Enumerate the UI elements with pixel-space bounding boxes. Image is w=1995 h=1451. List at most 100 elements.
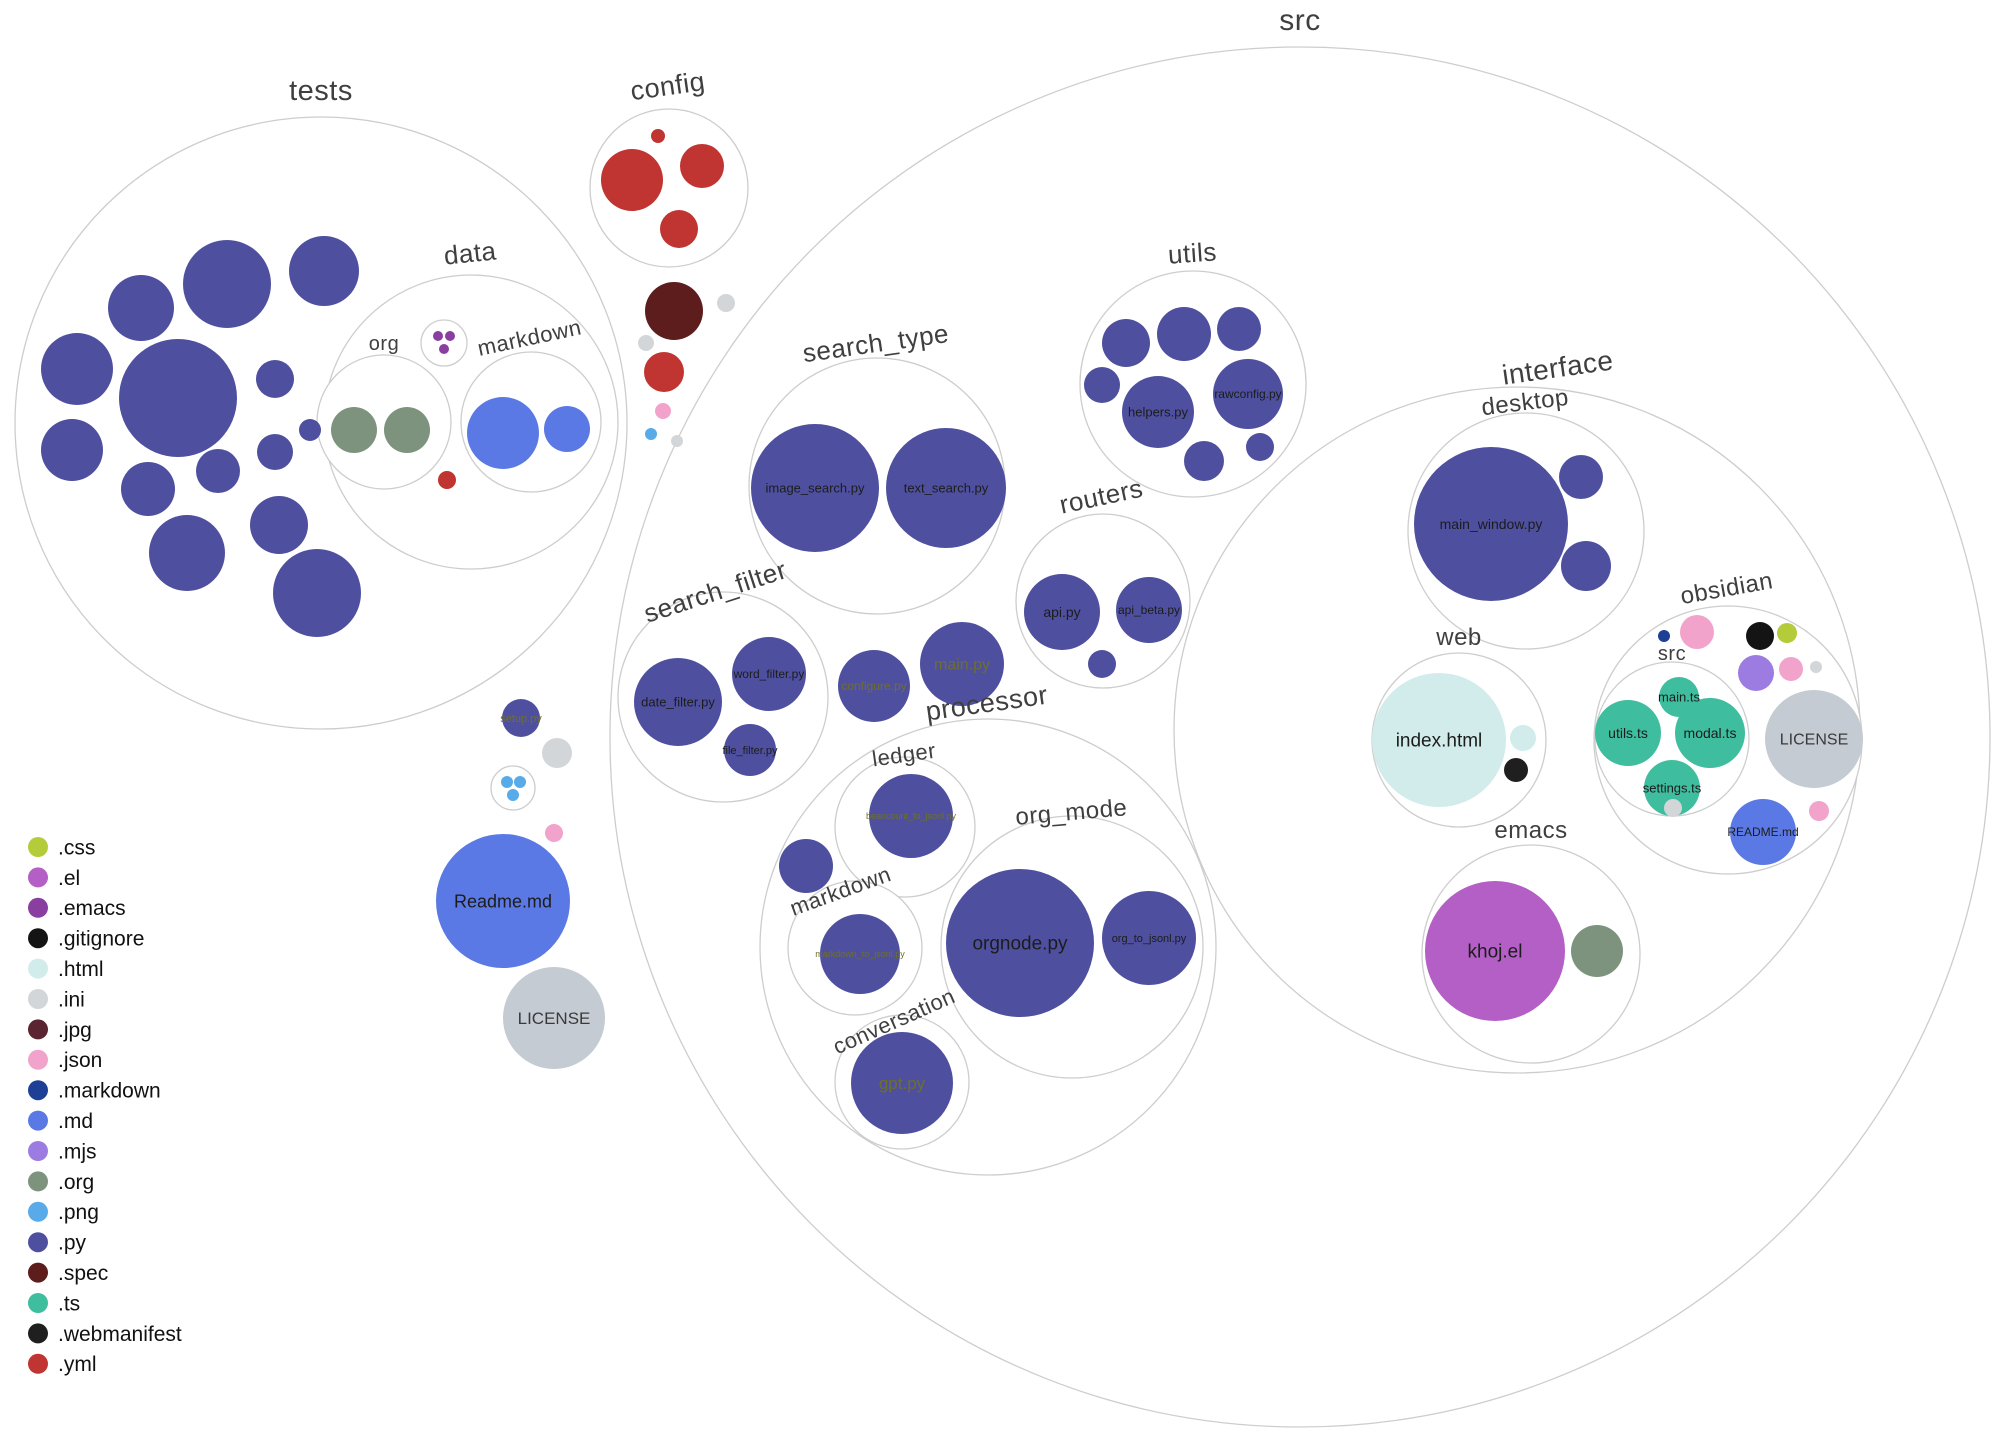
- legend-item-ts: .ts: [28, 1292, 80, 1315]
- file-circle-helpers-py[interactable]: [1122, 376, 1194, 448]
- file-circle-json[interactable]: [545, 824, 563, 842]
- file-circle-json[interactable]: [655, 403, 671, 419]
- file-circle-py[interactable]: [121, 462, 175, 516]
- folder-label-utils: utils: [1167, 236, 1218, 269]
- file-circle-spec[interactable]: [645, 282, 703, 340]
- file-circle-emacs[interactable]: [439, 344, 449, 354]
- file-circle-py[interactable]: [273, 549, 361, 637]
- legend-label-html: .html: [58, 958, 104, 981]
- file-circle-py[interactable]: [250, 496, 308, 554]
- file-circle-ini[interactable]: [1810, 661, 1822, 673]
- file-circle-py[interactable]: [1084, 367, 1120, 403]
- file-circle-text-search-py[interactable]: [886, 428, 1006, 548]
- file-circle-markdown[interactable]: [1658, 630, 1670, 642]
- file-circle-py[interactable]: [183, 240, 271, 328]
- file-circle-py[interactable]: [299, 419, 321, 441]
- file-circle-ini[interactable]: [542, 738, 572, 768]
- file-circle-date-filter-py[interactable]: [634, 658, 722, 746]
- file-circle-configure-py[interactable]: [838, 650, 910, 722]
- file-circle-markdown-to-jsonl-py[interactable]: [820, 914, 900, 994]
- file-circle-ini[interactable]: [1664, 799, 1682, 817]
- file-circle-py[interactable]: [779, 839, 833, 893]
- file-circle-api-beta-py[interactable]: [1116, 577, 1182, 643]
- file-circle-yml[interactable]: [601, 149, 663, 211]
- file-circle-yml[interactable]: [660, 210, 698, 248]
- file-circle-org[interactable]: [331, 407, 377, 453]
- file-circle-py[interactable]: [1157, 307, 1211, 361]
- file-circle-json[interactable]: [1680, 615, 1714, 649]
- folder-circle-unnamed-folder-root[interactable]: [490, 765, 536, 811]
- legend-item-json: .json: [28, 1049, 102, 1072]
- file-circle-beancount-to-jsonl-py[interactable]: [869, 774, 953, 858]
- file-circle-license[interactable]: [1765, 690, 1863, 788]
- folder-circle-unnamed-folder-in-data[interactable]: [420, 319, 468, 367]
- file-circle-png[interactable]: [514, 776, 526, 788]
- file-circle-index-html[interactable]: [1372, 673, 1506, 807]
- file-circle-css[interactable]: [1777, 623, 1797, 643]
- file-circle-png[interactable]: [501, 776, 513, 788]
- file-circle-main-py[interactable]: [920, 622, 1004, 706]
- file-circle-py[interactable]: [41, 333, 113, 405]
- file-circle-readme-md[interactable]: [1730, 799, 1796, 865]
- file-circle-license[interactable]: [503, 967, 605, 1069]
- file-circle-yml[interactable]: [651, 129, 665, 143]
- file-circle-org[interactable]: [384, 407, 430, 453]
- file-circle-json[interactable]: [1779, 657, 1803, 681]
- file-circle-mjs[interactable]: [1738, 655, 1774, 691]
- legend-swatch-json: [28, 1049, 48, 1070]
- file-label-helpers-py: helpers.py: [1128, 405, 1188, 420]
- file-circle-rawconfig-py[interactable]: [1213, 359, 1283, 429]
- file-circle-html[interactable]: [1510, 725, 1536, 751]
- legend-item-css: .css: [28, 836, 95, 859]
- file-circle-gpt-py[interactable]: [851, 1032, 953, 1134]
- file-circle-ini[interactable]: [638, 335, 654, 351]
- file-circle-file-filter-py[interactable]: [724, 724, 776, 776]
- file-circle-py[interactable]: [149, 515, 225, 591]
- file-circle-py[interactable]: [1559, 455, 1603, 499]
- file-circle-org-to-jsonl-py[interactable]: [1102, 891, 1196, 985]
- file-circle-main-window-py[interactable]: [1414, 447, 1568, 601]
- file-circle-py[interactable]: [1561, 541, 1611, 591]
- file-circle-py[interactable]: [108, 275, 174, 341]
- file-circle-py[interactable]: [256, 360, 294, 398]
- circles-layer: [14, 46, 1991, 1428]
- file-circle-emacs[interactable]: [433, 331, 443, 341]
- file-circle-py[interactable]: [1217, 307, 1261, 351]
- file-circle-image-search-py[interactable]: [751, 424, 879, 552]
- file-circle-md[interactable]: [544, 406, 590, 452]
- file-circle-emacs[interactable]: [445, 331, 455, 341]
- file-circle-py[interactable]: [196, 449, 240, 493]
- file-circle-py[interactable]: [289, 236, 359, 306]
- file-circle-yml[interactable]: [644, 352, 684, 392]
- file-circle-settings-ts[interactable]: [1644, 760, 1700, 816]
- legend-label-md: .md: [58, 1110, 93, 1133]
- file-label-image-search-py: image_search.py: [766, 481, 865, 496]
- file-circle-py[interactable]: [41, 419, 103, 481]
- file-circle-yml[interactable]: [438, 471, 456, 489]
- file-circle-png[interactable]: [645, 428, 657, 440]
- file-circle-yml[interactable]: [680, 144, 724, 188]
- file-circle-word-filter-py[interactable]: [732, 637, 806, 711]
- file-circle-utils-ts[interactable]: [1595, 700, 1661, 766]
- file-circle-py[interactable]: [119, 339, 237, 457]
- file-circle-api-py[interactable]: [1024, 574, 1100, 650]
- file-circle-setup-py[interactable]: [502, 699, 540, 737]
- file-circle-py[interactable]: [257, 434, 293, 470]
- file-circle-md[interactable]: [467, 397, 539, 469]
- file-circle-org[interactable]: [1571, 925, 1623, 977]
- file-circle-py[interactable]: [1088, 650, 1116, 678]
- file-circle-modal-ts[interactable]: [1675, 698, 1745, 768]
- file-circle-py[interactable]: [1102, 319, 1150, 367]
- file-circle-png[interactable]: [507, 789, 519, 801]
- file-circle-ini[interactable]: [671, 435, 683, 447]
- file-circle-gitignore[interactable]: [1746, 622, 1774, 650]
- file-circle-webmanifest[interactable]: [1504, 758, 1528, 782]
- file-circle-khoj-el[interactable]: [1425, 881, 1565, 1021]
- file-circle-readme-md[interactable]: [436, 834, 570, 968]
- file-circle-json[interactable]: [1809, 801, 1829, 821]
- file-circle-py[interactable]: [1246, 433, 1274, 461]
- file-circle-orgnode-py[interactable]: [946, 869, 1094, 1017]
- legend-item-py: .py: [28, 1232, 87, 1255]
- file-circle-ini[interactable]: [717, 294, 735, 312]
- file-circle-py[interactable]: [1184, 441, 1224, 481]
